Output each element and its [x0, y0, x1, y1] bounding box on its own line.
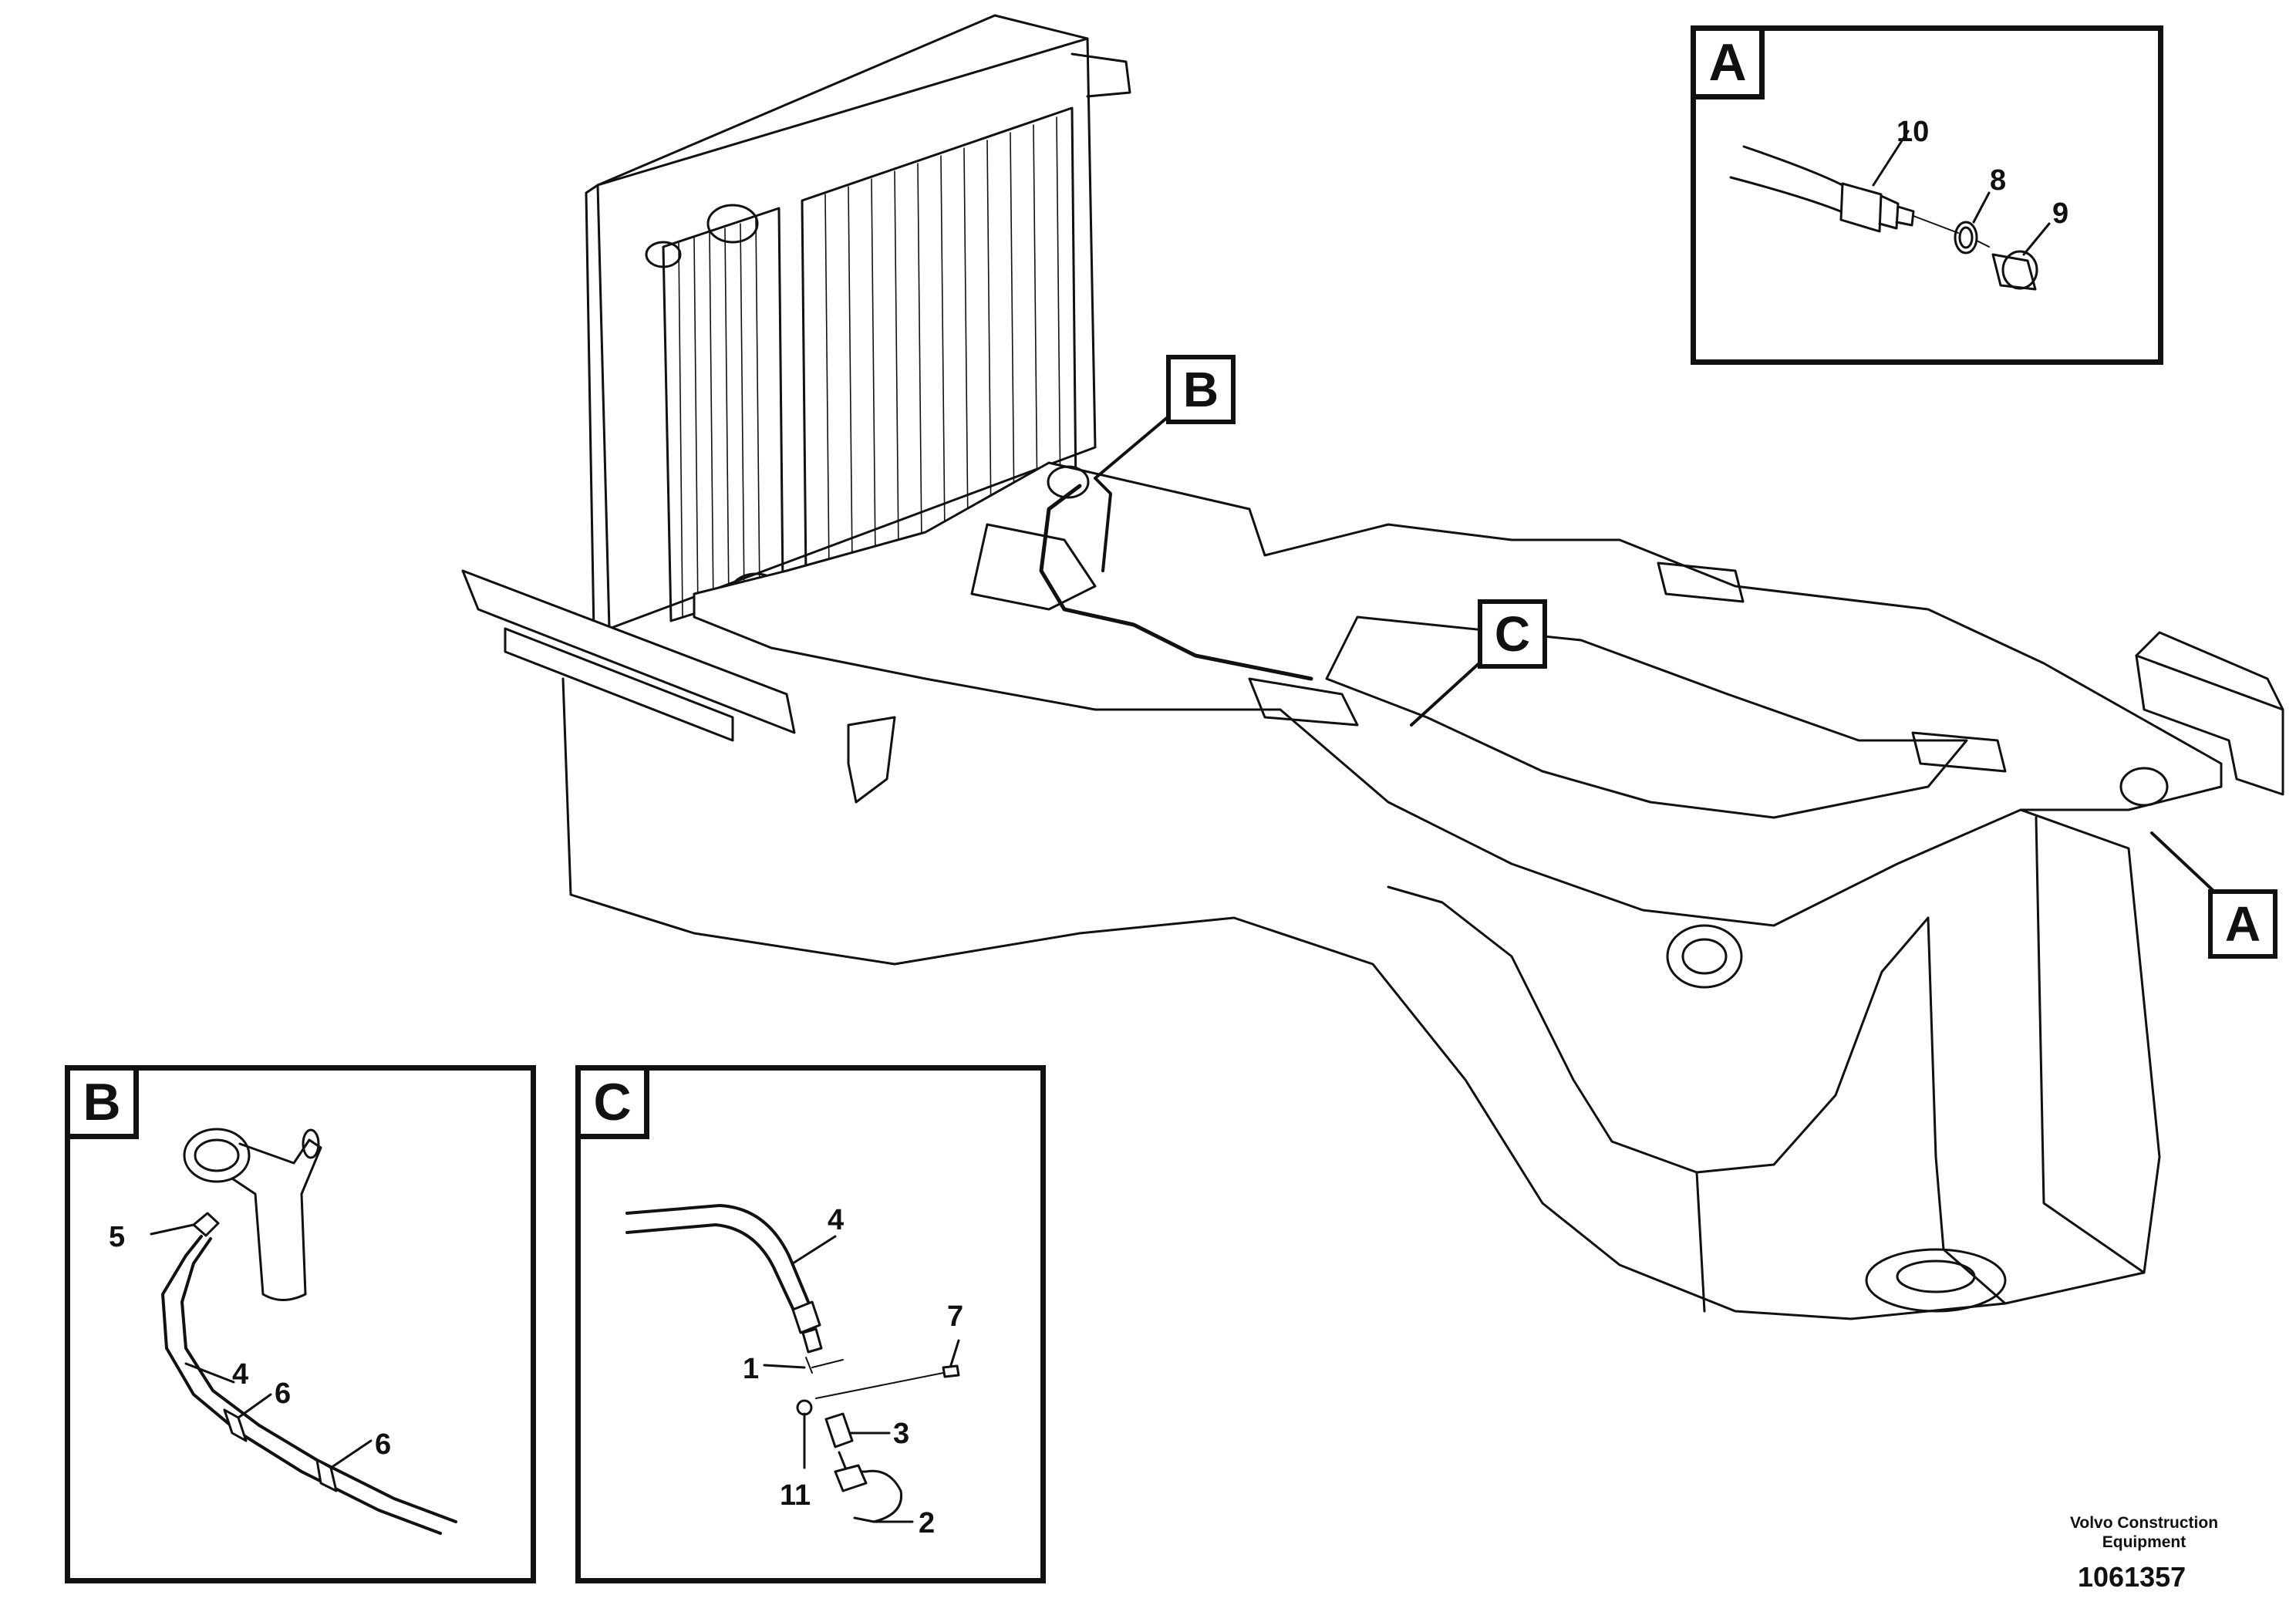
label-6-second: 6 [375, 1428, 392, 1461]
brand-line-1: Volvo Construction [2069, 1514, 2219, 1532]
label-3: 3 [893, 1418, 910, 1450]
label-6-first: 6 [275, 1378, 292, 1410]
detail-b-tag: B [70, 1071, 139, 1139]
label-8: 8 [1990, 164, 2007, 197]
label-4: 4 [828, 1204, 845, 1236]
label-11: 11 [780, 1479, 811, 1512]
label-7: 7 [947, 1300, 964, 1333]
callout-c: C [1478, 599, 1547, 669]
label-4: 4 [232, 1358, 249, 1391]
label-1: 1 [743, 1353, 760, 1385]
callout-b: B [1166, 355, 1236, 424]
label-9: 9 [2052, 197, 2069, 230]
brand-line-2: Equipment [2102, 1533, 2186, 1552]
callout-a: A [2208, 889, 2277, 959]
chassis-frame [561, 461, 2223, 1320]
detail-a-drawing [1729, 130, 2051, 291]
detail-panel-b: B 5 4 6 6 [65, 1065, 536, 1583]
figure-id: 1061357 [2078, 1561, 2186, 1593]
detail-b-drawing [150, 1128, 457, 1535]
detail-panel-a: A 10 8 9 [1691, 25, 2163, 365]
label-5: 5 [109, 1221, 126, 1253]
detail-c-tag: C [581, 1071, 649, 1139]
brand-text: Volvo Construction Equipment [2052, 1513, 2237, 1552]
label-2: 2 [919, 1507, 936, 1539]
detail-c-drawing [625, 1204, 960, 1523]
detail-panel-c: C 4 7 1 3 11 2 [575, 1065, 1046, 1583]
label-10: 10 [1896, 116, 1930, 148]
detail-a-tag: A [1696, 31, 1765, 99]
